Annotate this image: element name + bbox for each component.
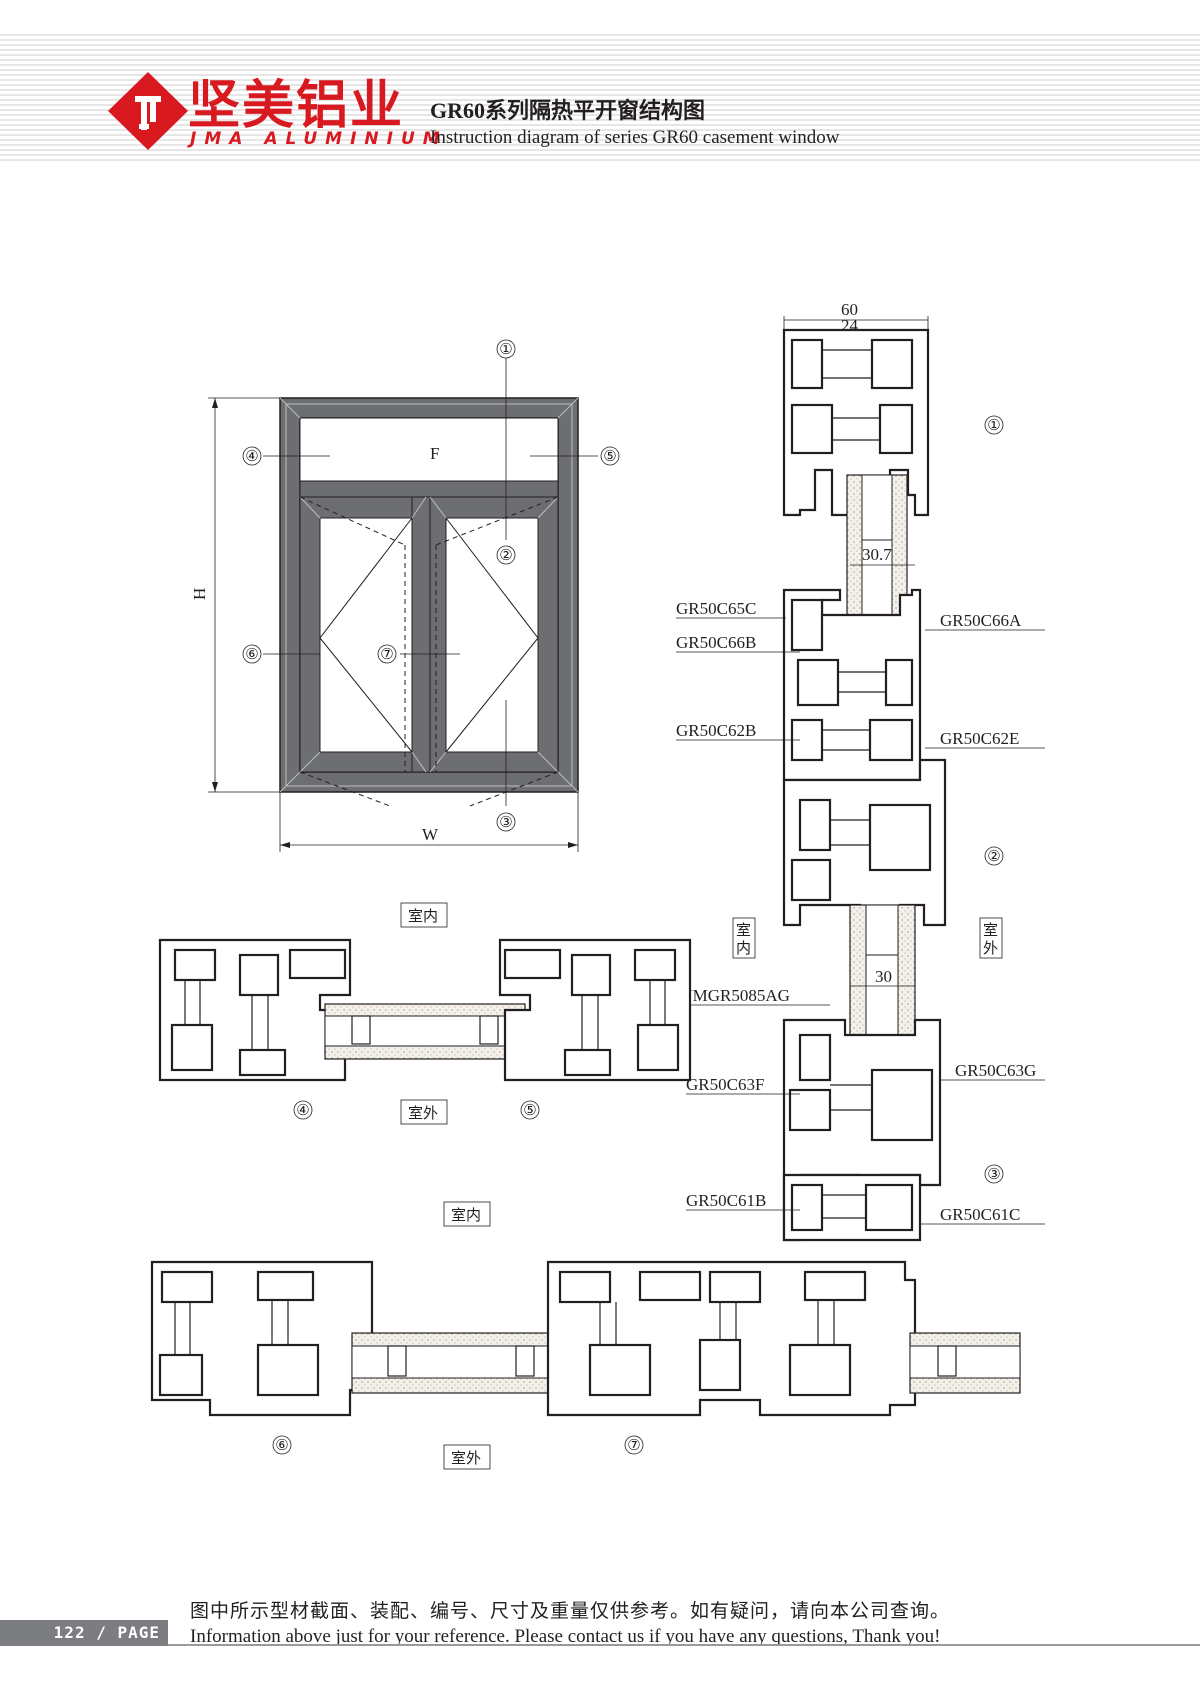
part-gr50c62b: GR50C62B	[676, 721, 756, 740]
marker-1: ①	[987, 416, 1000, 434]
header-band	[0, 34, 1200, 164]
outdoor-label-45: 室外	[408, 1104, 438, 1122]
vertical-section-markers	[984, 415, 1004, 1184]
dim-30-7: 30.7	[862, 545, 892, 564]
marker-5: ⑤	[523, 1101, 536, 1119]
dim-24: 24	[841, 316, 859, 335]
callout-7: ⑦	[380, 645, 393, 663]
callout-6: ⑥	[245, 645, 258, 663]
callout-5: ⑤	[603, 447, 616, 465]
indoor-vertical-2: 内	[736, 939, 751, 957]
part-gr50c63g: GR50C63G	[955, 1061, 1036, 1080]
footer-note-en: Information above just for your referenc…	[190, 1626, 941, 1647]
part-gr50c63f: GR50C63F	[686, 1075, 764, 1094]
page-number: 122 / PAGE	[0, 1620, 168, 1646]
outdoor-label-67: 室外	[451, 1449, 481, 1467]
outdoor-box-45	[400, 1099, 448, 1125]
marker-6: ⑥	[275, 1436, 288, 1454]
section-4-5-profiles	[158, 938, 692, 1082]
marker-7: ⑦	[627, 1436, 640, 1454]
marker-5-circle	[520, 1100, 540, 1120]
part-gr50c66a: GR50C66A	[940, 611, 1022, 630]
marker-3: ③	[987, 1165, 1000, 1183]
outdoor-vertical-2: 外	[983, 939, 998, 957]
dim-30: 30	[875, 967, 892, 986]
page-title-en: Instruction diagram of series GR60 casem…	[430, 127, 840, 148]
outdoor-box-67	[443, 1444, 491, 1470]
jma-diamond-logo-icon	[108, 72, 188, 150]
callout-2: ②	[499, 546, 512, 564]
width-label: W	[422, 825, 439, 844]
indoor-vertical-1: 室	[736, 921, 751, 939]
section-6-7-profiles	[150, 1260, 1021, 1417]
part-gr50c61c: GR50C61C	[940, 1205, 1020, 1224]
window-elevation	[208, 358, 598, 852]
callout-1: ①	[499, 340, 512, 358]
indoor-label-45: 室内	[408, 907, 438, 925]
marker-4-circle	[293, 1100, 313, 1120]
indoor-box-vertical	[732, 917, 756, 959]
height-label: H	[190, 588, 209, 600]
outdoor-box-vertical	[979, 917, 1003, 959]
outdoor-vertical-1: 室	[983, 921, 998, 939]
callout-4: ④	[245, 447, 258, 465]
dim-60: 60	[841, 300, 858, 319]
brand-name-en: JMA ALUMINIUM	[190, 129, 448, 149]
marker-6-circle	[272, 1435, 292, 1455]
page-title-cn: GR60系列隔热平开窗结构图	[430, 98, 706, 123]
elevation-callouts	[242, 339, 620, 832]
part-gr50c66b: GR50C66B	[676, 633, 756, 652]
indoor-box-67	[443, 1201, 491, 1227]
marker-7-circle	[624, 1435, 644, 1455]
indoor-label-67: 室内	[451, 1206, 481, 1224]
footer-note-cn: 图中所示型材截面、装配、编号、尺寸及重量仅供参考。如有疑问，请向本公司查询。	[190, 1600, 951, 1622]
callout-3: ③	[499, 813, 512, 831]
part-jmgr5085ag: JMGR5085AG	[686, 986, 790, 1005]
footer-divider	[168, 1644, 1200, 1646]
transom-label-f: F	[430, 444, 439, 463]
marker-4: ④	[296, 1101, 309, 1119]
part-gr50c65c: GR50C65C	[676, 599, 756, 618]
part-gr50c62e: GR50C62E	[940, 729, 1019, 748]
brand-name-cn: 坚美铝业	[188, 76, 405, 136]
indoor-box-45	[400, 902, 448, 928]
vertical-section-profiles	[676, 316, 1045, 1242]
part-gr50c61b: GR50C61B	[686, 1191, 766, 1210]
marker-2: ②	[987, 847, 1000, 865]
